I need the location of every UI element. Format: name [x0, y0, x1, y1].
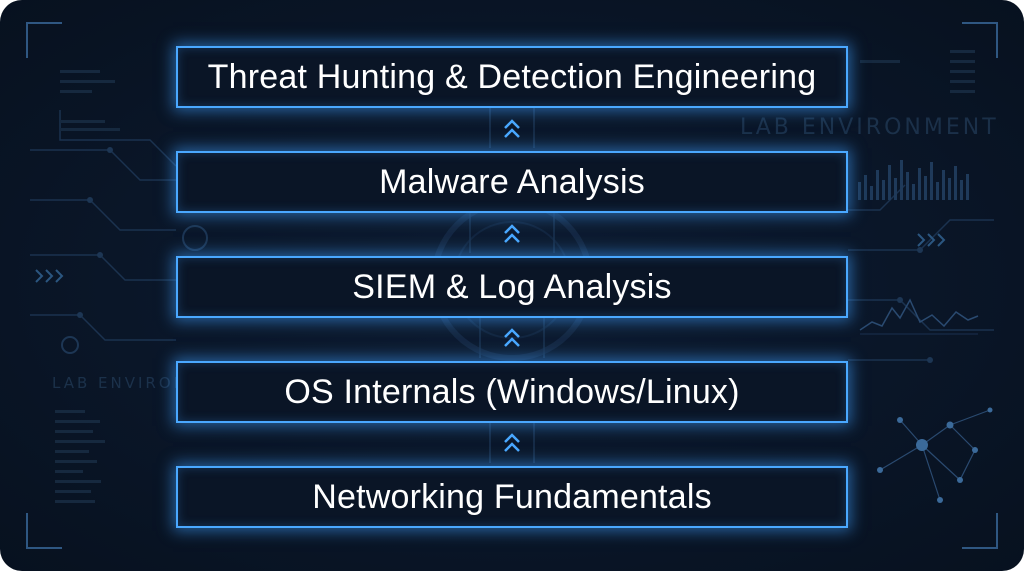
layer-label: SIEM & Log Analysis — [352, 267, 672, 306]
layer-box-os-internals: OS Internals (Windows/Linux) — [176, 361, 848, 423]
layer-box-malware-analysis: Malware Analysis — [176, 151, 848, 213]
corner-bracket-top-right — [962, 22, 998, 58]
double-chevron-up-icon — [504, 433, 520, 452]
layer-label: Malware Analysis — [379, 162, 645, 201]
double-chevron-up-icon — [504, 224, 520, 243]
layer-label: OS Internals (Windows/Linux) — [284, 372, 740, 411]
corner-bracket-bottom-left — [26, 513, 62, 549]
layer-label: Networking Fundamentals — [312, 477, 712, 516]
layer-box-threat-hunting: Threat Hunting & Detection Engineering — [176, 46, 848, 108]
watermark-lab-environment-left: LAB ENVIRONM — [52, 374, 204, 392]
layer-box-siem-log-analysis: SIEM & Log Analysis — [176, 256, 848, 318]
layer-box-networking-fundamentals: Networking Fundamentals — [176, 466, 848, 528]
double-chevron-up-icon — [504, 328, 520, 347]
layer-label: Threat Hunting & Detection Engineering — [207, 57, 817, 96]
watermark-lab-environment: LAB ENVIRONMENT — [740, 115, 999, 140]
double-chevron-up-icon — [504, 119, 520, 138]
corner-bracket-bottom-right — [962, 513, 998, 549]
corner-bracket-top-left — [26, 22, 62, 58]
